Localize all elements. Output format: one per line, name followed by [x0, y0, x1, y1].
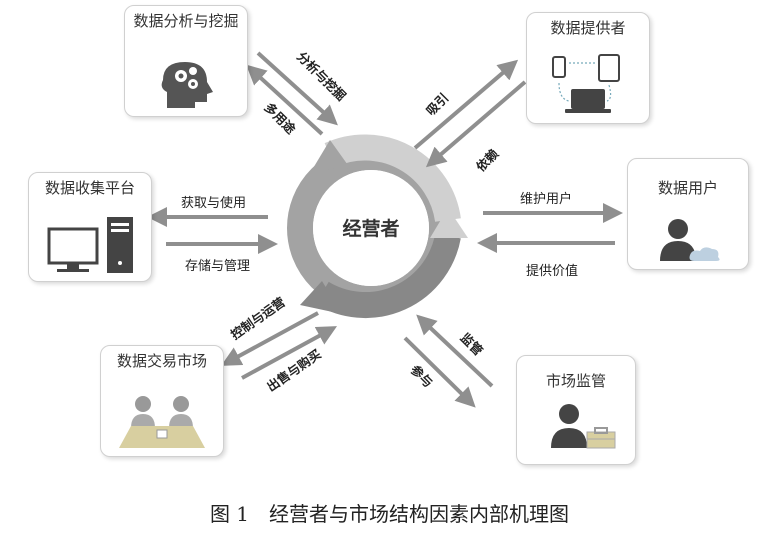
arrow-market-out — [241, 326, 338, 380]
node-data-collection: 数据收集平台 — [28, 172, 152, 282]
flow-arrows — [147, 51, 623, 408]
edge-label-users-out: 维护用户 — [520, 192, 573, 207]
arrow-supervision-out — [403, 336, 476, 408]
ring-arrowhead-right — [430, 208, 468, 238]
devices-icon — [552, 54, 620, 113]
figure-caption: 图 1 经营者与市场结构因素内部机理图 — [209, 502, 570, 526]
arrow-supervision-in — [416, 314, 494, 388]
node-data-provider: 数据提供者 — [526, 12, 650, 124]
head-gears-icon — [161, 62, 213, 108]
node-title: 数据提供者 — [550, 19, 626, 37]
user-cloud-icon — [660, 219, 720, 261]
node-title: 数据分析与挖掘 — [133, 12, 239, 30]
arrow-analysis-in — [246, 64, 324, 136]
node-data-analysis: 数据分析与挖掘 — [124, 5, 248, 117]
ring-segment-bottom — [315, 233, 461, 319]
arrow-to-analysis-out — [256, 51, 338, 126]
edge-label-collection-out: 存储与管理 — [185, 259, 251, 274]
node-data-users: 数据用户 — [627, 158, 749, 270]
ring-segment-top — [324, 134, 461, 223]
node-title: 数据用户 — [657, 179, 718, 197]
node-title: 市场监管 — [545, 372, 606, 390]
node-title: 数据收集平台 — [44, 179, 135, 197]
node-title: 数据交易市场 — [116, 352, 207, 370]
ring-arrowhead-top — [312, 140, 350, 170]
edge-label-users-in: 提供价值 — [526, 264, 579, 279]
arrow-market-in — [220, 311, 319, 366]
edge-label-collection-in: 获取与使用 — [181, 196, 247, 211]
arrow-provider-in — [413, 59, 519, 150]
ring-arrowhead-bottom — [300, 281, 342, 314]
node-data-market: 数据交易市场 — [100, 345, 224, 457]
supervisor-toolbox-icon — [551, 404, 616, 449]
node-market-supervision: 市场监管 — [516, 355, 636, 465]
center-label: 经营者 — [342, 218, 400, 240]
operator-ring — [287, 134, 468, 319]
arrow-provider-out — [425, 80, 527, 168]
negotiation-icon — [119, 396, 205, 448]
desktop-computer-icon — [47, 217, 133, 273]
